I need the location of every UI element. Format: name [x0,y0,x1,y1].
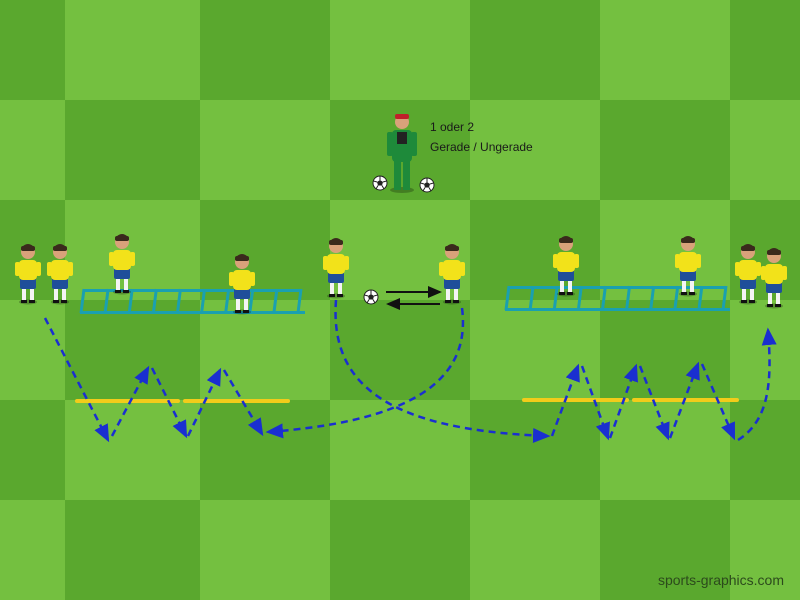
ladder-rung [79,288,86,314]
grass-tile [330,0,470,100]
path-left-zigzag [150,367,188,439]
ball [419,177,435,193]
grass-tile [600,0,730,100]
path-right-zigzag [550,363,580,437]
ladder-rail [80,311,305,314]
ladder-rung [673,285,680,311]
grass-tile [0,500,65,600]
hurdle-bar [75,399,180,403]
path-right-zigzag [580,365,610,441]
grass-tile [470,400,600,500]
ladder-rung [600,285,607,311]
ladder-rail [505,308,730,311]
ladder-rung [576,285,583,311]
coach-figure [387,114,417,193]
grass-tile [0,300,65,400]
ladder-rung [103,288,110,314]
grass-tile [65,400,200,500]
ladder-rung [697,285,704,311]
ladder-rung [272,288,279,314]
grass-tile [470,0,600,100]
grass-tile [65,0,200,100]
grass-tile [470,100,600,200]
ladder-rail [509,286,726,289]
grass-tile [200,200,330,300]
grass-tile [330,300,470,400]
grass-tile [600,400,730,500]
ladder-rung [151,288,158,314]
ladder-rung [504,285,511,311]
ladder-rung [200,288,207,314]
ladder-rung [625,285,632,311]
grass-tile [470,300,600,400]
ladder-rung [127,288,134,314]
grass-tile [330,500,470,600]
hurdle-bar [522,398,629,402]
path-right-zigzag [668,361,700,439]
pass-arrows [386,286,442,310]
hurdle-bar [183,399,290,403]
grass-tile [0,400,65,500]
grass-tile [200,100,330,200]
grass-tile [600,500,730,600]
agility-ladder-left [79,288,305,314]
grass-tile [730,300,800,400]
grass-tile [600,100,730,200]
grass-tile [65,200,200,300]
grass-tile [330,400,470,500]
ladder-rail [84,289,301,292]
path-left-zigzag [222,369,264,437]
agility-ladder-right [504,285,730,311]
grass-tile [730,100,800,200]
grass-tile [200,0,330,100]
grass-tile [470,500,600,600]
grass-tile [600,200,730,300]
ladder-rung [649,285,656,311]
ladder-rung [175,288,182,314]
ladder-rung [528,285,535,311]
grass-tile [730,500,800,600]
grass-tile [0,100,65,200]
grass-tile [200,400,330,500]
credit-watermark: sports-graphics.com [657,572,784,588]
ladder-rung [552,285,559,311]
grass-tile [65,300,200,400]
ladder-rung [248,288,255,314]
grass-tile [600,300,730,400]
path-right-zigzag [638,365,670,441]
coach-instruction: 1 oder 2 Gerade / Ungerade [430,117,533,157]
grass-tile [730,400,800,500]
grass-tile [730,0,800,100]
grass-tile [0,0,65,100]
grass-tile [65,500,200,600]
grass-tile [200,500,330,600]
ladder-rung [296,288,303,314]
grass-tile [65,100,200,200]
path-return-left [265,307,465,439]
path-right-zigzag [608,363,638,439]
ball [372,175,388,191]
ladder-rung [721,285,728,311]
ladder-rung [224,288,231,314]
coach-instruction-line2: Gerade / Ungerade [430,140,533,154]
ball [363,289,379,305]
path-left-zigzag [110,365,150,437]
coach-instruction-line1: 1 oder 2 [430,120,475,134]
grass-tile [470,200,600,300]
path-center-right [334,299,551,443]
running-paths [43,299,777,443]
grass-tile [200,300,330,400]
path-right-return [737,327,777,442]
path-right-zigzag [700,363,736,441]
path-left-zigzag [43,317,110,443]
path-left-zigzag [186,367,222,437]
